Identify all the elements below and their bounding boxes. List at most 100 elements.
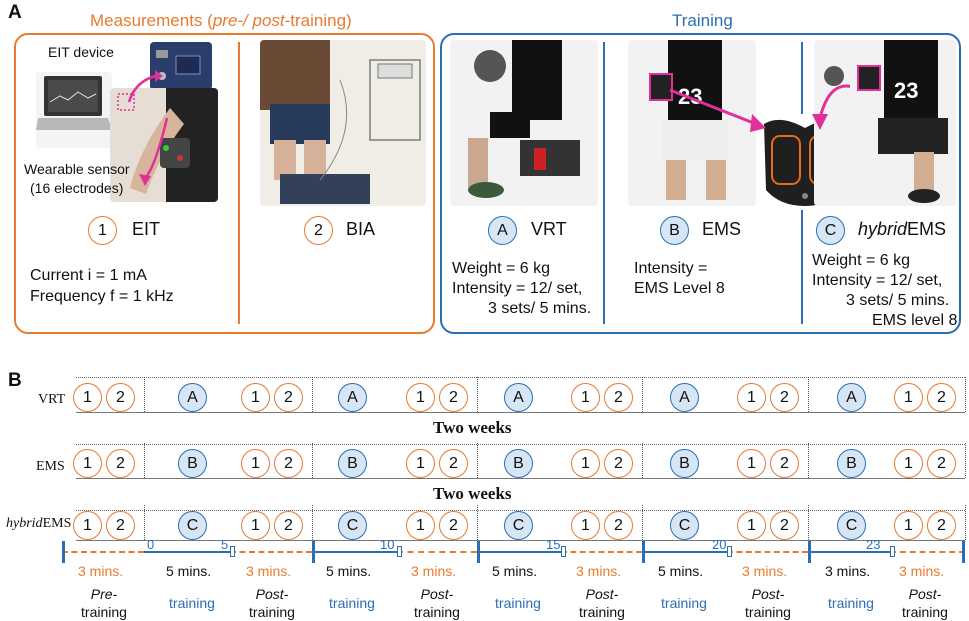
timeline-major-tick: [962, 541, 965, 563]
phase-line-1: Post-: [420, 586, 454, 602]
marker-2: 2: [304, 216, 333, 245]
phase-line-1: training: [828, 595, 874, 611]
vrt-label: VRT: [531, 219, 567, 239]
vrt-param-weight: Weight = 6 kg: [452, 260, 550, 277]
measurements-title: Measurements (pre-/ post-training): [84, 11, 358, 31]
timeline-major-tick: [477, 541, 480, 563]
timeline-minor-tick: [890, 546, 895, 557]
marker-2: 2: [604, 383, 633, 412]
panel-b-label: B: [8, 370, 22, 391]
column-divider: [808, 443, 809, 478]
marker-2: 2: [770, 449, 799, 478]
hybrid-param-intensity: Intensity = 12/ set,: [812, 272, 943, 289]
marker-1: 1: [88, 216, 117, 245]
timeline-major-tick: [808, 541, 811, 563]
phase-line-2: training: [902, 604, 948, 620]
phase-label: training: [811, 594, 891, 612]
marker-1: 1: [73, 511, 102, 540]
marker-a: A: [670, 383, 699, 412]
marker-1: 1: [241, 449, 270, 478]
timeline-minor-tick: [397, 546, 402, 557]
marker-b: B: [504, 449, 533, 478]
marker-c: C: [178, 511, 207, 540]
hybrid-ems-photo: 23: [814, 40, 956, 206]
training-box: [440, 33, 961, 334]
phase-label: training: [478, 594, 558, 612]
hybrid-param-weight: Weight = 6 kg: [812, 252, 910, 269]
training-title: Training: [666, 11, 739, 31]
timeline-minor-tick: [561, 546, 566, 557]
marker-a: A: [338, 383, 367, 412]
marker-2: 2: [439, 511, 468, 540]
column-divider: [965, 377, 966, 412]
phase-line-1: Pre-: [90, 586, 118, 602]
timeline-training-segment: [144, 551, 230, 553]
timeline-measure-segment: [397, 551, 477, 553]
phase-label: Post-training: [562, 585, 642, 621]
marker-b: B: [670, 449, 699, 478]
phase-line-2: training: [579, 604, 625, 620]
duration-label: 3 mins.: [246, 563, 292, 579]
duration-label: 5 mins.: [658, 563, 704, 579]
phase-label: Post-training: [232, 585, 312, 621]
marker-2: 2: [274, 449, 303, 478]
marker-c: C: [670, 511, 699, 540]
timeline-measure-segment: [230, 551, 312, 553]
marker-b: B: [338, 449, 367, 478]
column-divider: [144, 443, 145, 478]
vrt-photo: [450, 40, 598, 206]
column-divider: [642, 377, 643, 412]
timeline-minor-tick: [230, 546, 235, 557]
panel-a-label: A: [8, 2, 22, 23]
duration-label: 5 mins.: [166, 563, 212, 579]
ems-label: EMS: [702, 219, 742, 239]
phase-label: Post-training: [885, 585, 965, 621]
marker-a: A: [488, 216, 517, 245]
marker-1: 1: [894, 511, 923, 540]
row-line-0: [76, 412, 965, 413]
column-divider: [965, 443, 966, 478]
timeline-number: 5: [221, 537, 229, 552]
timeline-number: 20: [712, 537, 727, 552]
marker-2: 2: [770, 511, 799, 540]
marker-2: 2: [106, 511, 135, 540]
marker-1: 1: [571, 449, 600, 478]
marker-1: 1: [73, 449, 102, 478]
marker-1: 1: [737, 511, 766, 540]
marker-2: 2: [770, 383, 799, 412]
phase-line-1: Post-: [255, 586, 289, 602]
phase-line-2: training: [81, 604, 127, 620]
column-divider: [642, 505, 643, 540]
marker-2: 2: [927, 449, 956, 478]
duration-label: 3 mins.: [576, 563, 622, 579]
hybrid-vest-number: 23: [894, 78, 918, 103]
duration-label: 5 mins.: [326, 563, 372, 579]
ems-param-intensity: Intensity =: [634, 260, 708, 277]
bia-photo: [260, 40, 426, 206]
timeline-number: 10: [380, 537, 395, 552]
marker-1: 1: [571, 511, 600, 540]
phase-label: training: [312, 594, 392, 612]
marker-b: B: [178, 449, 207, 478]
timeline-number: 23: [866, 537, 881, 552]
hybrid-param-ems-level: EMS level 8: [872, 312, 958, 329]
vrt-param-intensity: Intensity = 12/ set,: [452, 280, 583, 297]
phase-line-1: training: [169, 595, 215, 611]
marker-2: 2: [927, 511, 956, 540]
duration-label: 3 mins.: [899, 563, 945, 579]
marker-1: 1: [241, 383, 270, 412]
phase-line-1: training: [661, 595, 707, 611]
marker-2: 2: [439, 383, 468, 412]
marker-1: 1: [406, 511, 435, 540]
marker-a: A: [504, 383, 533, 412]
ems-param-level: EMS Level 8: [634, 280, 725, 297]
duration-label: 3 mins.: [742, 563, 788, 579]
column-divider: [312, 443, 313, 478]
marker-2: 2: [106, 383, 135, 412]
timeline-measure-segment: [727, 551, 808, 553]
marker-1: 1: [737, 449, 766, 478]
marker-a: A: [837, 383, 866, 412]
phase-label: Post-training: [397, 585, 477, 621]
hybrid-param-sets: 3 sets/ 5 mins.: [846, 292, 950, 309]
timeline-major-tick: [642, 541, 645, 563]
